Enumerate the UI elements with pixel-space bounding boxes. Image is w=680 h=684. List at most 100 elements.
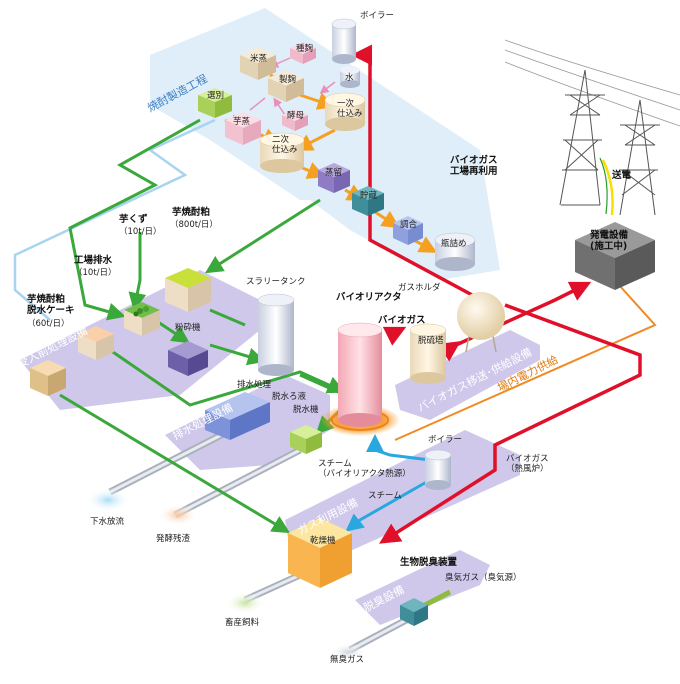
dewatering-machine-box [290,425,322,454]
wastewater-treatment-box [205,392,270,440]
label-ferment-residue: 発酵残渣 [156,533,191,544]
svg-text:（10t/日）: （10t/日） [74,267,117,278]
electric-supply-line [394,274,657,441]
factory-wastewater-box [78,326,114,360]
dewatered-cake-box [30,360,66,396]
label-crusher: 粉砕機 [175,322,201,333]
text-line: 発電設備 [589,229,629,241]
biogas-supply-platform [395,330,540,420]
text-line: 芋焼酎粕 [27,293,65,305]
sewage-puddle [86,488,130,512]
text-line: 二次 [272,134,290,145]
label-secondary-mash: 二次仕込み [272,134,298,155]
svg-text:芋焼酎粕脱水ケーキ: 芋焼酎粕脱水ケーキ [27,293,75,316]
label-primary-mash: 一次仕込み [337,98,363,119]
label-steam: スチーム [368,491,402,501]
svg-text:二次仕込み: 二次仕込み [272,134,298,155]
label-feed: 畜産飼料 [225,617,260,628]
label-storage: 貯蔵 [360,190,378,201]
svg-text:工場排水: 工場排水 [74,254,113,266]
shochu-lees-box [165,268,211,312]
label-dryer: 乾燥機 [310,535,336,546]
svg-text:（800t/日）: （800t/日） [170,219,218,230]
water-cylinder [340,66,360,88]
bioreactor-tank [337,322,383,427]
power-plant-box [575,222,655,290]
svg-text:発電設備(施工中): 発電設備(施工中) [589,229,629,252]
secondary-mash-cylinder [259,132,305,173]
label-koji-make: 製麹 [279,74,296,85]
transmission-tower-right [619,99,660,216]
primary-mash-cylinder [324,92,366,131]
gas-holder-sphere [457,292,505,353]
label-power-plant: 発電設備(施工中) [589,229,629,252]
label-factory-wastewater: 工場排水 （10t/日） [74,254,117,278]
boiler-bottom-cylinder [424,449,452,490]
bio-deodor-box [400,598,428,626]
text-line: 仕込み [272,144,298,155]
label-water: 水 [345,72,354,83]
bottling-cylinder [434,232,476,271]
text-line: (施工中) [590,240,627,252]
label-koji-seed: 種麹 [296,43,313,54]
label-desulfurizer: 脱硫塔 [418,335,444,346]
odor-gas-pipe [423,589,452,608]
odorless-gas-puddle [330,643,366,661]
text-line: スチーム [318,459,352,469]
svg-text:バイオガス工場再利用: バイオガス工場再利用 [450,154,498,177]
text-line: バイオガス [450,154,498,166]
label-bioreactor: バイオリアクタ [336,291,402,303]
label-wastewater-treatment: 排水処理 [237,379,272,390]
potato-scrap-box [124,302,160,336]
svg-text:（60t/日）: （60t/日） [27,318,70,329]
shochu-process-units [198,42,423,245]
label-dewatering-filtrate: 脱水ろ液 [272,391,307,402]
svg-text:一次仕込み: 一次仕込み [337,98,363,119]
label-sorting: 選別 [207,90,224,101]
label-bottling: 瓶詰め [441,238,467,249]
label-blend: 調合 [400,219,418,230]
shochu-process-platform [150,8,500,280]
label-biogas-reuse: バイオガス工場再利用 [450,154,498,177]
text-line: （バイオリアクタ熱源） [318,468,411,479]
label-potato-steam: 芋蒸 [233,116,251,127]
power-lines [504,39,680,127]
transmission-wire [601,159,614,216]
label-biogas: バイオガス [378,314,426,326]
desulfurizer-tank [409,323,447,384]
label-yeast: 酵母 [287,111,304,121]
blue-flows [345,434,431,532]
label-distill: 蒸留 [325,167,342,178]
text-line: バイオガス [506,453,549,464]
label-dewatered-cake: 芋焼酎粕脱水ケーキ （60t/日） [27,293,75,329]
crusher-box [168,341,208,376]
text-line: 仕込み [337,108,363,119]
text-line: 脱水ケーキ [27,304,75,316]
label-gas-holder: ガスホルダ [398,282,441,293]
dryer-box [288,518,352,588]
label-odor-gas: 臭気ガス（臭気源） [445,572,522,583]
boiler-top-cylinder [331,18,357,64]
svg-text:スチーム（バイオリアクタ熱源）: スチーム（バイオリアクタ熱源） [318,459,411,479]
svg-text:芋くず: 芋くず [119,213,148,225]
label-biogas-hot-air: バイオガス（熱風炉） [506,453,549,474]
light-blue-flows [13,118,216,321]
svg-text:バイオガス（熱風炉）: バイオガス（熱風炉） [506,453,549,474]
label-power-transmission: 送電 [611,169,632,181]
svg-text:芋焼酎粕: 芋焼酎粕 [172,206,210,218]
label-odorless-gas: 無臭ガス [330,654,364,665]
text-line: 工場再利用 [450,165,498,177]
label-boiler-top: ボイラー [360,11,394,21]
label-rice-steam: 米蒸 [250,53,268,64]
label-steam-reactor: スチーム（バイオリアクタ熱源） [318,459,411,479]
label-potato-scrap: 芋くず （10t/日） [119,213,162,237]
label-shochu-lees: 芋焼酎粕 （800t/日） [170,206,218,230]
deodor-platform [355,550,490,625]
text-line: （熱風炉） [506,463,549,474]
label-sewage: 下水放流 [90,516,125,527]
feed-puddle [225,592,265,614]
label-dewatering-machine: 脱水機 [293,404,319,415]
label-bio-deodor: 生物脱臭装置 [400,556,458,568]
